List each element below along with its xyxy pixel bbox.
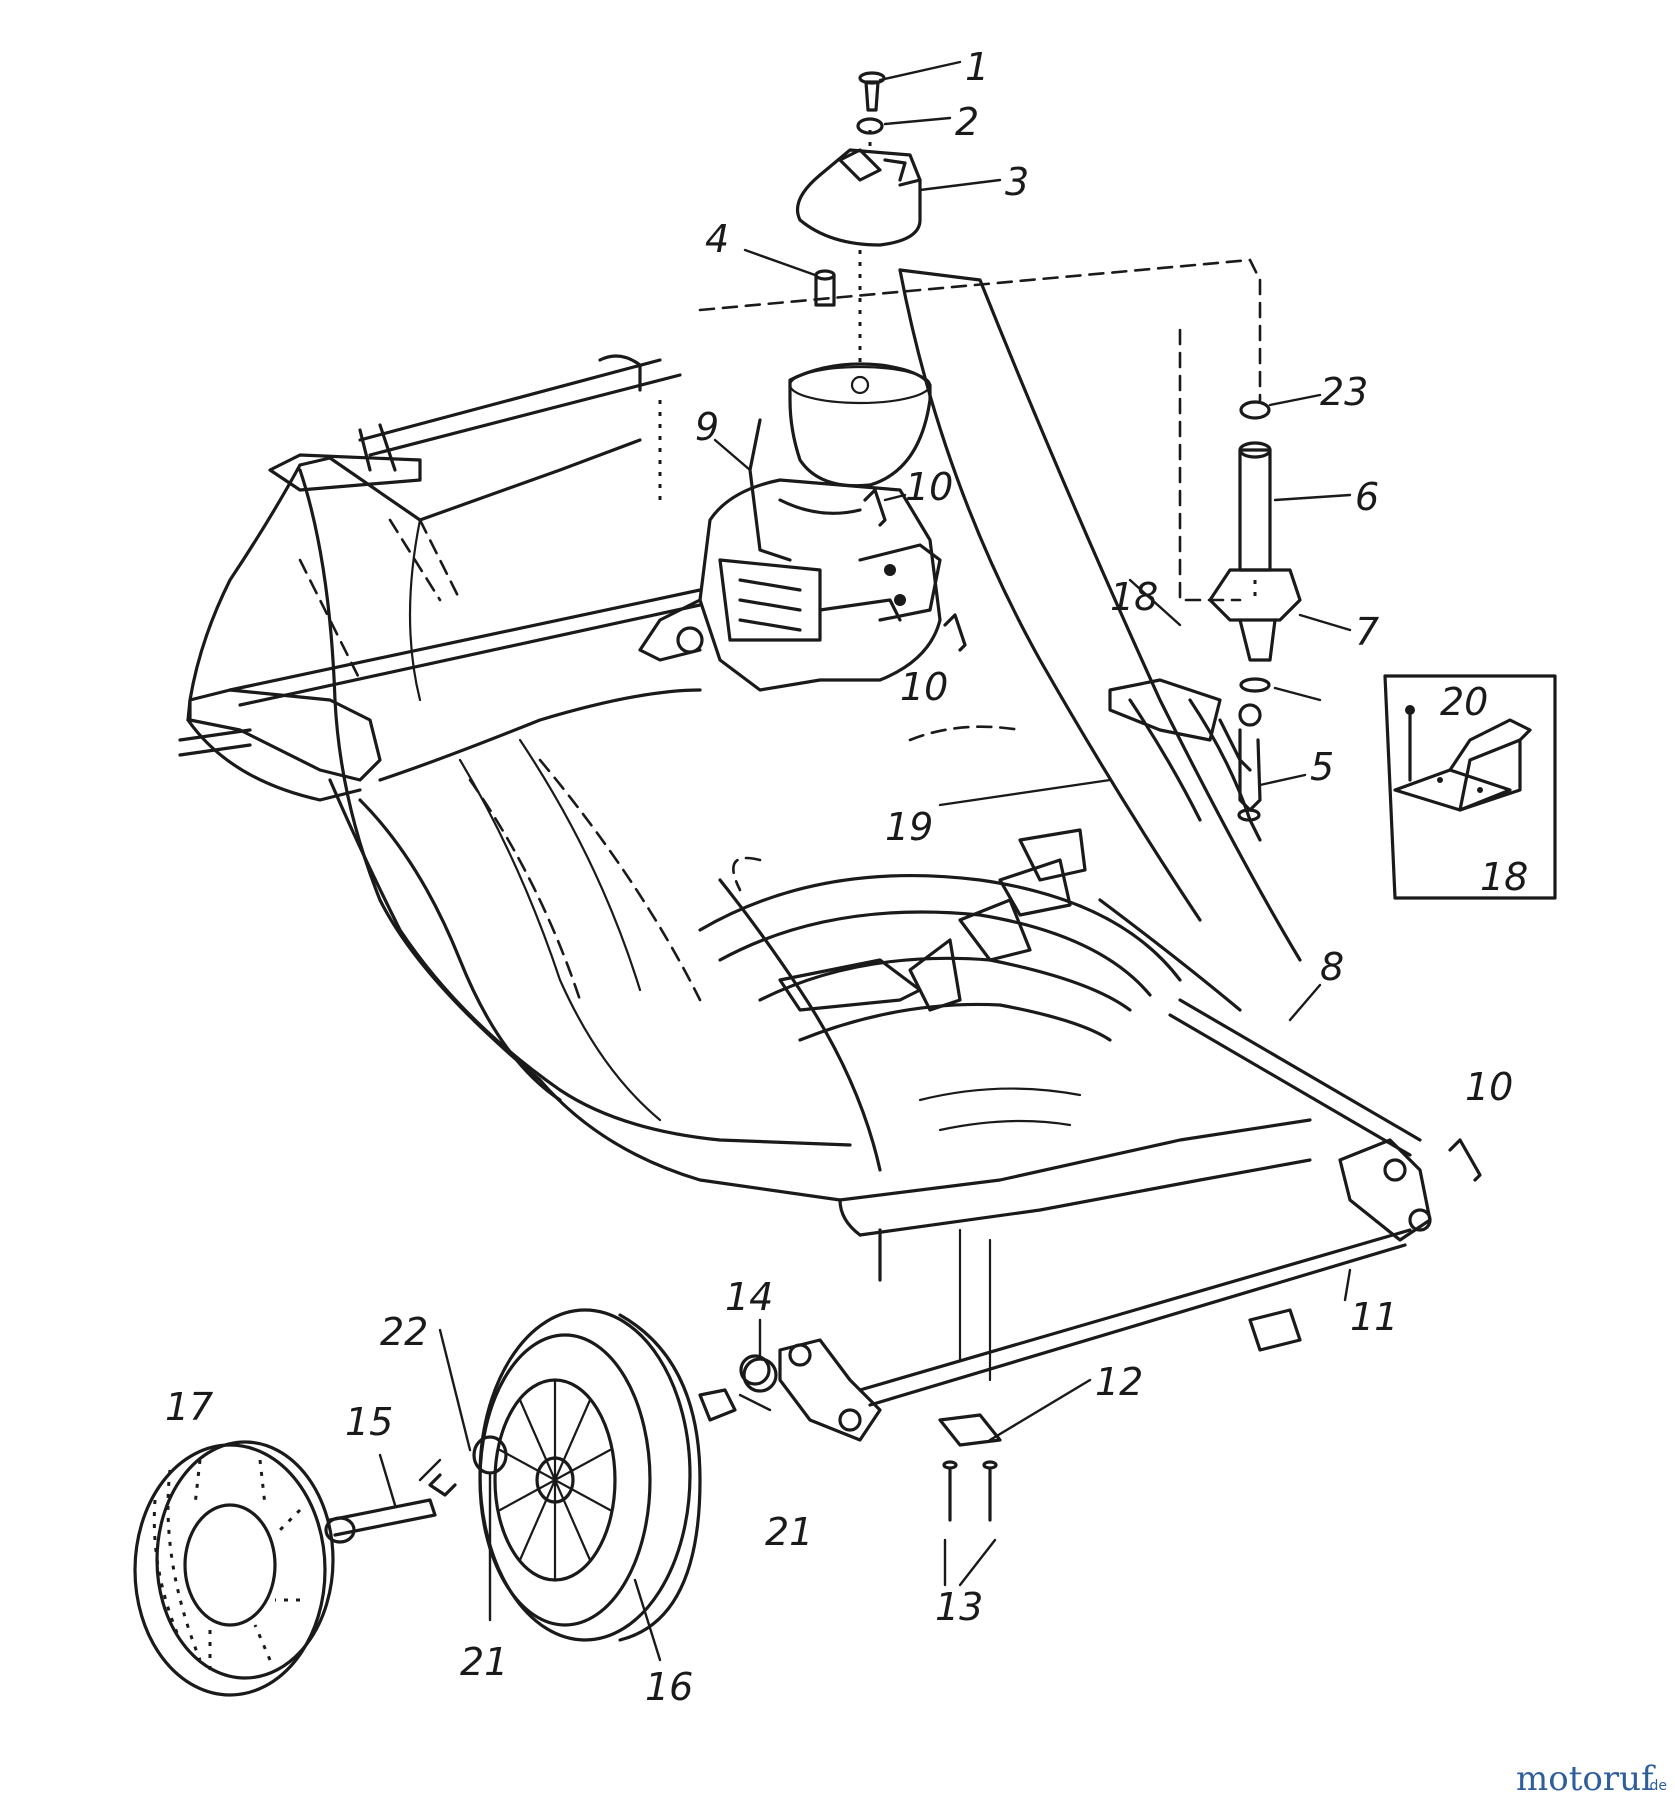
watermark-brand: motoruf xyxy=(1516,1759,1656,1799)
callout-1: 1 xyxy=(965,45,989,89)
mower-deck xyxy=(186,268,1312,1382)
callout-14: 14 xyxy=(725,1275,773,1319)
wheel-assembly xyxy=(133,1308,778,1697)
callout-8: 8 xyxy=(1320,945,1344,989)
callout-9: 9 xyxy=(695,405,719,449)
watermark-logo: motoruf .de xyxy=(1516,1759,1667,1799)
callout-16: 16 xyxy=(645,1665,693,1709)
callout-4: 4 xyxy=(705,217,729,261)
front-axle xyxy=(739,998,1482,1522)
callout-5: 5 xyxy=(1310,745,1334,789)
callout-10c: 10 xyxy=(1465,1065,1513,1109)
callout-18a: 18 xyxy=(1110,575,1158,619)
callout-21b: 21 xyxy=(460,1640,508,1684)
callout-15: 15 xyxy=(345,1400,393,1444)
leader-lines xyxy=(378,60,1352,1662)
callout-7: 7 xyxy=(1355,610,1379,654)
callout-11: 11 xyxy=(1350,1295,1398,1339)
callout-12: 12 xyxy=(1095,1360,1143,1404)
motor-assembly xyxy=(638,362,967,692)
height-adjuster xyxy=(1108,400,1302,822)
watermark-tld: .de xyxy=(1645,1778,1667,1794)
callout-21a: 21 xyxy=(765,1510,813,1554)
callout-2: 2 xyxy=(955,100,979,144)
callout-6: 6 xyxy=(1355,475,1379,519)
callout-20: 20 xyxy=(1440,680,1488,724)
callout-3: 3 xyxy=(1005,160,1029,204)
callout-13: 13 xyxy=(935,1585,983,1629)
callout-18b: 18 xyxy=(1480,855,1528,899)
handle-clamp xyxy=(795,71,922,370)
callout-10a: 10 xyxy=(905,465,953,509)
callout-22: 22 xyxy=(380,1310,428,1354)
inset-detail xyxy=(1383,674,1557,900)
callout-10b: 10 xyxy=(900,665,948,709)
callout-17: 17 xyxy=(165,1385,213,1429)
callout-19: 19 xyxy=(885,805,933,849)
rear-axle-assembly xyxy=(178,258,1262,782)
callout-23: 23 xyxy=(1320,370,1368,414)
callouts: 1 2 3 4 5 6 7 8 9 10 10 10 11 12 13 14 1… xyxy=(165,45,1528,1709)
